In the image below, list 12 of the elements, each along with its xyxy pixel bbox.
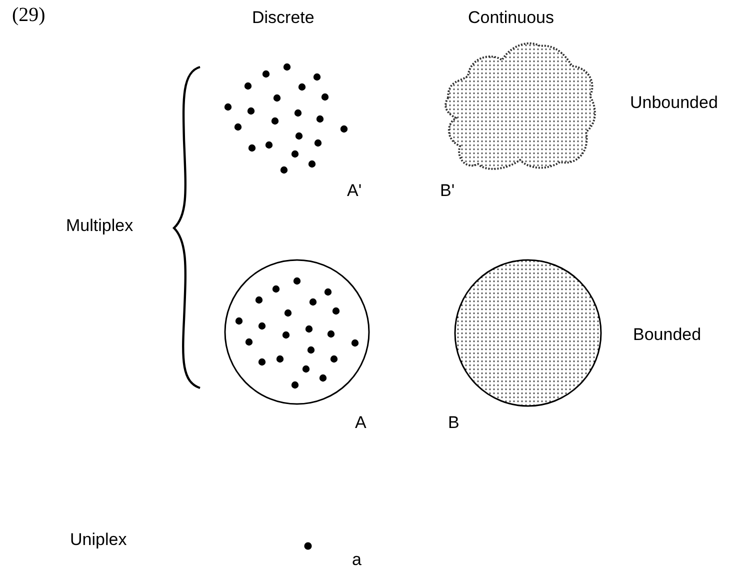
row-label: Unbounded xyxy=(630,93,718,113)
row-label: Multiplex xyxy=(66,216,134,236)
column-heading: Continuous xyxy=(468,8,554,28)
column-heading: Discrete xyxy=(252,8,314,28)
example-number: (29) xyxy=(12,5,46,25)
figure-label: A' xyxy=(347,181,362,201)
row-label: Bounded xyxy=(633,325,702,345)
figure-label: B xyxy=(448,413,460,433)
figure-label: A xyxy=(355,413,366,433)
figure-label: B' xyxy=(440,181,455,201)
row-label: Uniplex xyxy=(70,530,127,550)
figure-label: a xyxy=(352,550,362,570)
